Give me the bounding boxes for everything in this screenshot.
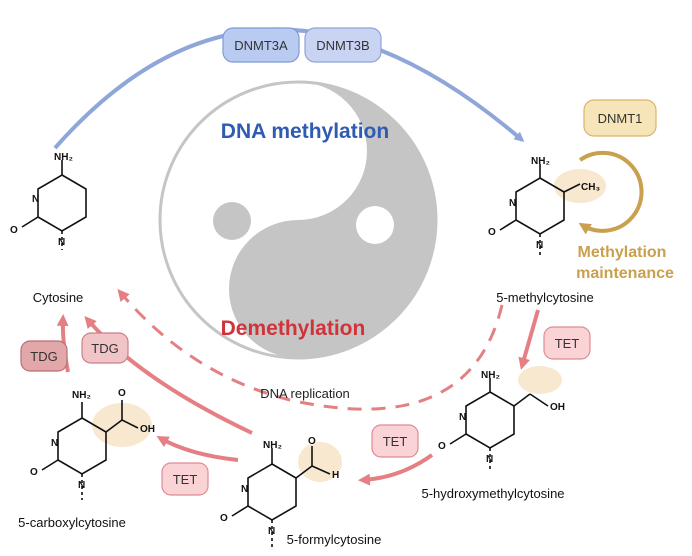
methylcytosine-o: O	[488, 227, 496, 238]
hydroxymethylcytosine-label: 5-hydroxymethylcytosine	[421, 486, 564, 501]
maintenance-label-line1: Methylation	[578, 244, 667, 261]
dnmt1-label: DNMT1	[598, 111, 643, 126]
hydroxymethylcytosine-structure	[449, 378, 549, 470]
methylcytosine-structure	[499, 164, 581, 256]
formyl-h: H	[332, 470, 339, 481]
carboxylcytosine-structure	[41, 400, 139, 500]
demethylation-title: Demethylation	[221, 317, 366, 340]
formyl-o: O	[220, 513, 228, 524]
maintenance-arrow	[578, 150, 644, 235]
formyl-highlight	[298, 442, 342, 482]
tet-arrow-3	[156, 436, 239, 462]
carboxyl-nh2: NH₂	[72, 390, 91, 401]
tet-label-2: TET	[383, 434, 408, 449]
hydroxymethyl-n3: N	[459, 412, 466, 423]
dna-methylation-title: DNA methylation	[221, 120, 389, 143]
carboxyl-n1: N	[78, 480, 85, 491]
dna-replication-label: DNA replication	[260, 386, 350, 401]
formyl-n3: N	[241, 484, 248, 495]
carboxyl-oh: OH	[140, 424, 155, 435]
dnmt3a-badge: DNMT3A	[222, 27, 300, 63]
carboxyl-highlight	[92, 403, 152, 447]
tet-label-3: TET	[173, 472, 198, 487]
tdg-label-1: TDG	[30, 349, 57, 364]
methylcytosine-n3: N	[509, 198, 516, 209]
cytosine-label: Cytosine	[33, 290, 84, 305]
methyl-highlight	[554, 169, 606, 203]
tet-badge-1: TET	[543, 326, 591, 360]
tet-arrow-2	[358, 453, 434, 486]
formyl-n1: N	[268, 526, 275, 537]
methylcytosine-n1: N	[536, 240, 543, 251]
tdg-label-2: TDG	[91, 341, 118, 356]
tet-arrow-1	[518, 309, 540, 370]
formylcytosine-structure	[231, 446, 331, 548]
methylcytosine-label: 5-methylcytosine	[496, 290, 594, 305]
hydroxymethyl-n1: N	[486, 454, 493, 465]
carboxyl-o: O	[30, 467, 38, 478]
yin-dot	[213, 202, 251, 240]
dnmt1-badge: DNMT1	[583, 99, 657, 137]
carboxyl-n3: N	[51, 438, 58, 449]
cytosine-nh2: NH₂	[54, 152, 73, 163]
hydroxymethyl-o: O	[438, 441, 446, 452]
tet-label-1: TET	[555, 336, 580, 351]
dnmt3b-badge: DNMT3B	[304, 27, 382, 63]
hydroxymethyl-nh2: NH₂	[481, 370, 500, 381]
dashed-replication-arrow	[117, 288, 504, 411]
dnmt3a-label: DNMT3A	[234, 38, 288, 53]
yin-yang-symbol	[158, 80, 438, 360]
carboxyl-o-carbonyl: O	[118, 388, 126, 399]
formyl-o-aldehyde: O	[308, 436, 316, 447]
cytosine-structure	[21, 160, 87, 250]
carboxylcytosine-label: 5-carboxylcytosine	[18, 515, 126, 530]
formyl-nh2: NH₂	[263, 440, 282, 451]
methylcytosine-nh2: NH₂	[531, 156, 550, 167]
tdg-badge-1: TDG	[20, 340, 68, 372]
tet-badge-3: TET	[161, 462, 209, 496]
hydroxymethyl-oh: OH	[550, 402, 565, 413]
dnmt3b-label: DNMT3B	[316, 38, 369, 53]
tdg-badge-2: TDG	[81, 332, 129, 364]
formylcytosine-label: 5-formylcytosine	[287, 532, 382, 547]
yang-dot	[356, 206, 394, 244]
cytosine-n3: N	[32, 194, 39, 205]
maintenance-label-line2: maintenance	[576, 265, 674, 282]
methylcytosine-ch3: CH₃	[581, 182, 600, 193]
cytosine-o: O	[10, 225, 18, 236]
hydroxymethyl-highlight	[518, 366, 562, 394]
tet-badge-2: TET	[371, 424, 419, 458]
cytosine-n1: N	[58, 237, 65, 248]
